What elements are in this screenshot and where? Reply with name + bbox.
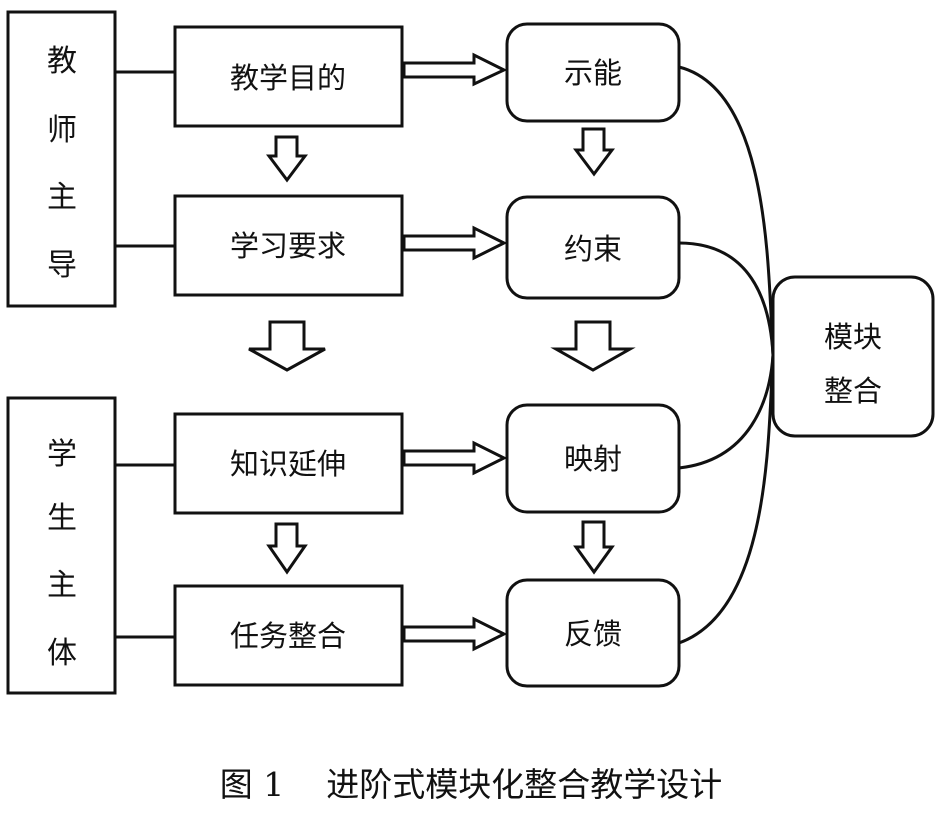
teacher-led-char: 教	[47, 44, 77, 79]
convergence-curve	[678, 354, 775, 470]
figure-label: 图 1	[219, 765, 285, 804]
teacher-led-char: 主	[47, 180, 77, 215]
big-down-arrow-icon	[248, 320, 326, 372]
right-box-label: 反馈	[564, 617, 622, 651]
big-down-arrow-icon	[550, 320, 636, 372]
module-box-label: 模块	[824, 320, 882, 354]
convergence-curve	[678, 354, 775, 645]
middle-box-label: 教学目的	[230, 61, 346, 95]
right-box-constraint	[505, 195, 681, 300]
middle-box-label: 任务整合	[230, 619, 346, 653]
student-centered-box	[6, 396, 117, 695]
convergence-curve	[678, 65, 775, 356]
right-arrow-icon	[402, 440, 508, 476]
student-centered-char: 主	[47, 568, 77, 603]
right-box-affordance	[505, 22, 681, 123]
figure-caption: 图 1 进阶式模块化整合教学设计	[0, 758, 942, 806]
right-box-label: 映射	[564, 442, 622, 476]
right-arrow-icon	[402, 52, 508, 87]
teacher-led-char: 师	[47, 113, 77, 148]
module-box-label: 整合	[824, 374, 882, 408]
right-box-label: 示能	[564, 56, 622, 90]
right-box-mapping	[505, 403, 681, 514]
student-centered-char: 生	[47, 501, 77, 536]
middle-box-label: 知识延伸	[230, 447, 346, 481]
down-arrow-icon	[573, 127, 615, 177]
figure-title: 进阶式模块化整合教学设计	[326, 765, 723, 804]
middle-box-task-integration	[173, 584, 404, 687]
down-arrow-icon	[573, 520, 615, 575]
student-centered-char: 学	[47, 437, 77, 472]
middle-box-teaching-goal	[173, 25, 404, 128]
right-arrow-icon	[402, 225, 508, 261]
down-arrow-icon	[266, 135, 308, 183]
middle-box-label: 学习要求	[230, 229, 346, 263]
right-box-label: 约束	[564, 232, 622, 266]
student-centered-char: 体	[47, 636, 77, 671]
right-box-feedback	[505, 578, 681, 688]
teacher-led-box	[6, 10, 117, 308]
middle-box-learning-requirement	[173, 194, 404, 297]
right-arrow-icon	[402, 616, 508, 652]
teacher-led-char: 导	[47, 248, 77, 283]
convergence-curve	[678, 241, 775, 356]
middle-box-knowledge-extension	[173, 412, 404, 515]
down-arrow-icon	[266, 522, 308, 575]
module-integration-box	[771, 275, 935, 438]
